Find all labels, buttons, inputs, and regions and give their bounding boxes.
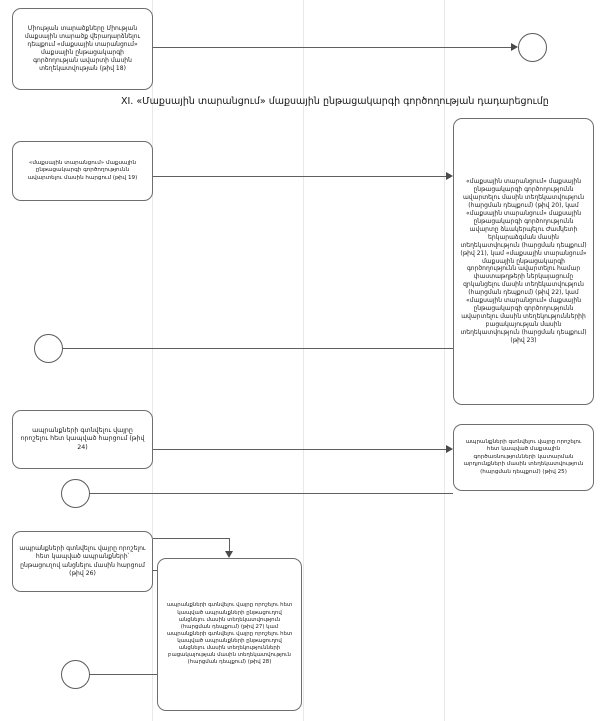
connector-24-to-25 [153,449,446,450]
process-box-18-text: Միության տարածքները Միության մաքսային տա… [24,25,141,72]
process-box-26-text: ապրանքների գտնվելու վայրը որոշելու հետ կ… [19,545,146,577]
connector-18-to-end1 [153,47,511,48]
process-box-27-28[interactable]: ապրանքների գտնվելու վայրը որոշելու հետ կ… [157,558,302,711]
connector-27-to-end4 [89,674,157,675]
end-event-4[interactable] [61,660,90,689]
connector-19-to-20 [153,176,446,177]
process-box-27-28-text: ապրանքների գտնվելու վայրը որոշելու հետ կ… [166,602,293,666]
lane-divider-far-right [444,0,445,721]
process-box-26[interactable]: ապրանքների գտնվելու վայրը որոշելու հետ կ… [12,531,153,592]
connector-26-to-27-feed [153,538,230,539]
process-box-19[interactable]: «մաքսային տարանցում» մաքսային ընթացակարգ… [12,141,153,201]
arrowhead-24-to-25 [446,445,453,453]
end-event-3[interactable] [61,479,90,508]
arrowhead-26-to-27 [225,551,233,558]
process-box-20-23-text: «մաքսային տարանցում» մաքսային ընթացակարգ… [460,178,587,344]
end-event-1[interactable] [518,33,547,62]
arrowhead-18-to-end1 [511,43,518,51]
connector-26-to-27-vertical [229,538,230,551]
process-box-18[interactable]: Միության տարածքները Միության մաքսային տա… [12,8,153,90]
process-box-25-text: ապրանքների գտնվելու վայրը որոշելու հետ կ… [463,439,584,475]
process-box-25[interactable]: ապրանքների գտնվելու վայրը որոշելու հետ կ… [453,424,594,491]
connector-25-to-end3 [89,493,453,494]
process-box-20-23[interactable]: «մաքսային տարանցում» մաքսային ընթացակարգ… [453,118,594,405]
arrowhead-19-to-20 [446,172,453,180]
process-box-19-text: «մաքսային տարանցում» մաքսային ընթացակարգ… [27,159,138,181]
end-event-2[interactable] [34,334,63,363]
lane-divider-right [303,0,304,721]
lane-divider-left [152,0,153,721]
section-title: XI. «Մաքսային տարանցում» մաքսային ընթացա… [121,96,549,107]
process-box-24[interactable]: ապրանքների գտնվելու վայրը որոշելու հետ կ… [12,410,153,469]
process-box-24-text: ապրանքների գտնվելու վայրը որոշելու հետ կ… [20,427,145,451]
connector-20-to-end2 [62,348,453,349]
